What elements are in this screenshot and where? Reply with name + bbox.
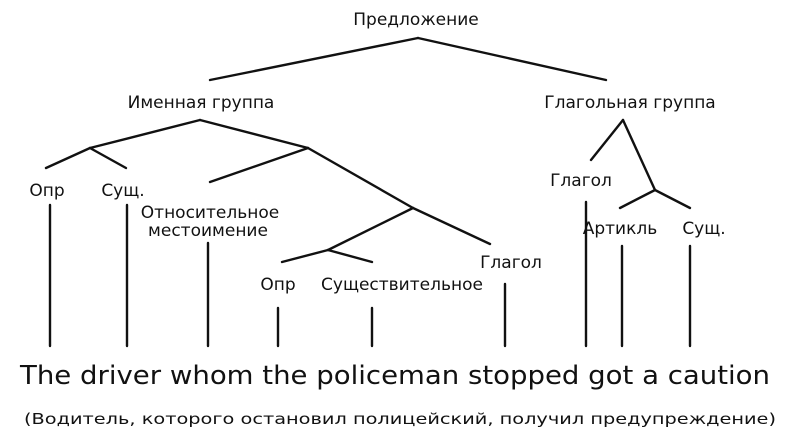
node-verb-phrase: Глагольная группа — [544, 93, 715, 113]
node-inner-det: Опр — [260, 275, 295, 295]
edge-vp-verb — [589, 118, 625, 162]
node-labels: Предложение Именная группа Глагольная гр… — [29, 10, 725, 295]
node-root: Предложение — [353, 10, 478, 30]
edge-rel-pronoun — [208, 146, 310, 184]
node-inner-verb: Глагол — [480, 253, 542, 273]
edge-subject-det — [280, 248, 330, 264]
edge-root-np — [208, 36, 420, 82]
node-inner-noun: Существительное — [321, 275, 483, 295]
node-vp-article: Артикль — [583, 219, 658, 239]
edge-subject-noun — [326, 248, 374, 264]
node-np-det: Опр — [29, 181, 64, 201]
edge-detnode-noun — [88, 146, 128, 170]
english-sentence: The driver whom the policeman stopped go… — [19, 361, 770, 391]
edge-detnode-opr — [44, 146, 92, 170]
tree-branches — [44, 36, 692, 264]
edge-vp-object — [621, 118, 657, 192]
node-rel-pronoun-line2: местоимение — [148, 221, 268, 241]
node-noun-phrase: Именная группа — [128, 93, 275, 113]
edge-rel-clause — [306, 146, 415, 210]
edge-np-det-branch — [88, 118, 202, 150]
leaf-lines — [48, 200, 692, 348]
edge-object-article — [618, 188, 657, 210]
edge-clause-subject — [326, 206, 415, 252]
node-vp-verb: Глагол — [550, 171, 612, 191]
edge-root-vp — [416, 36, 608, 82]
node-vp-noun: Сущ. — [682, 219, 725, 239]
edge-object-noun — [653, 188, 692, 210]
russian-translation: (Водитель, которого остановил полицейски… — [24, 410, 776, 428]
node-rel-pronoun-line1: Относительное — [141, 203, 279, 223]
node-np-noun: Сущ. — [101, 181, 144, 201]
edge-np-relclause — [198, 118, 310, 150]
edge-clause-verb — [411, 206, 492, 246]
